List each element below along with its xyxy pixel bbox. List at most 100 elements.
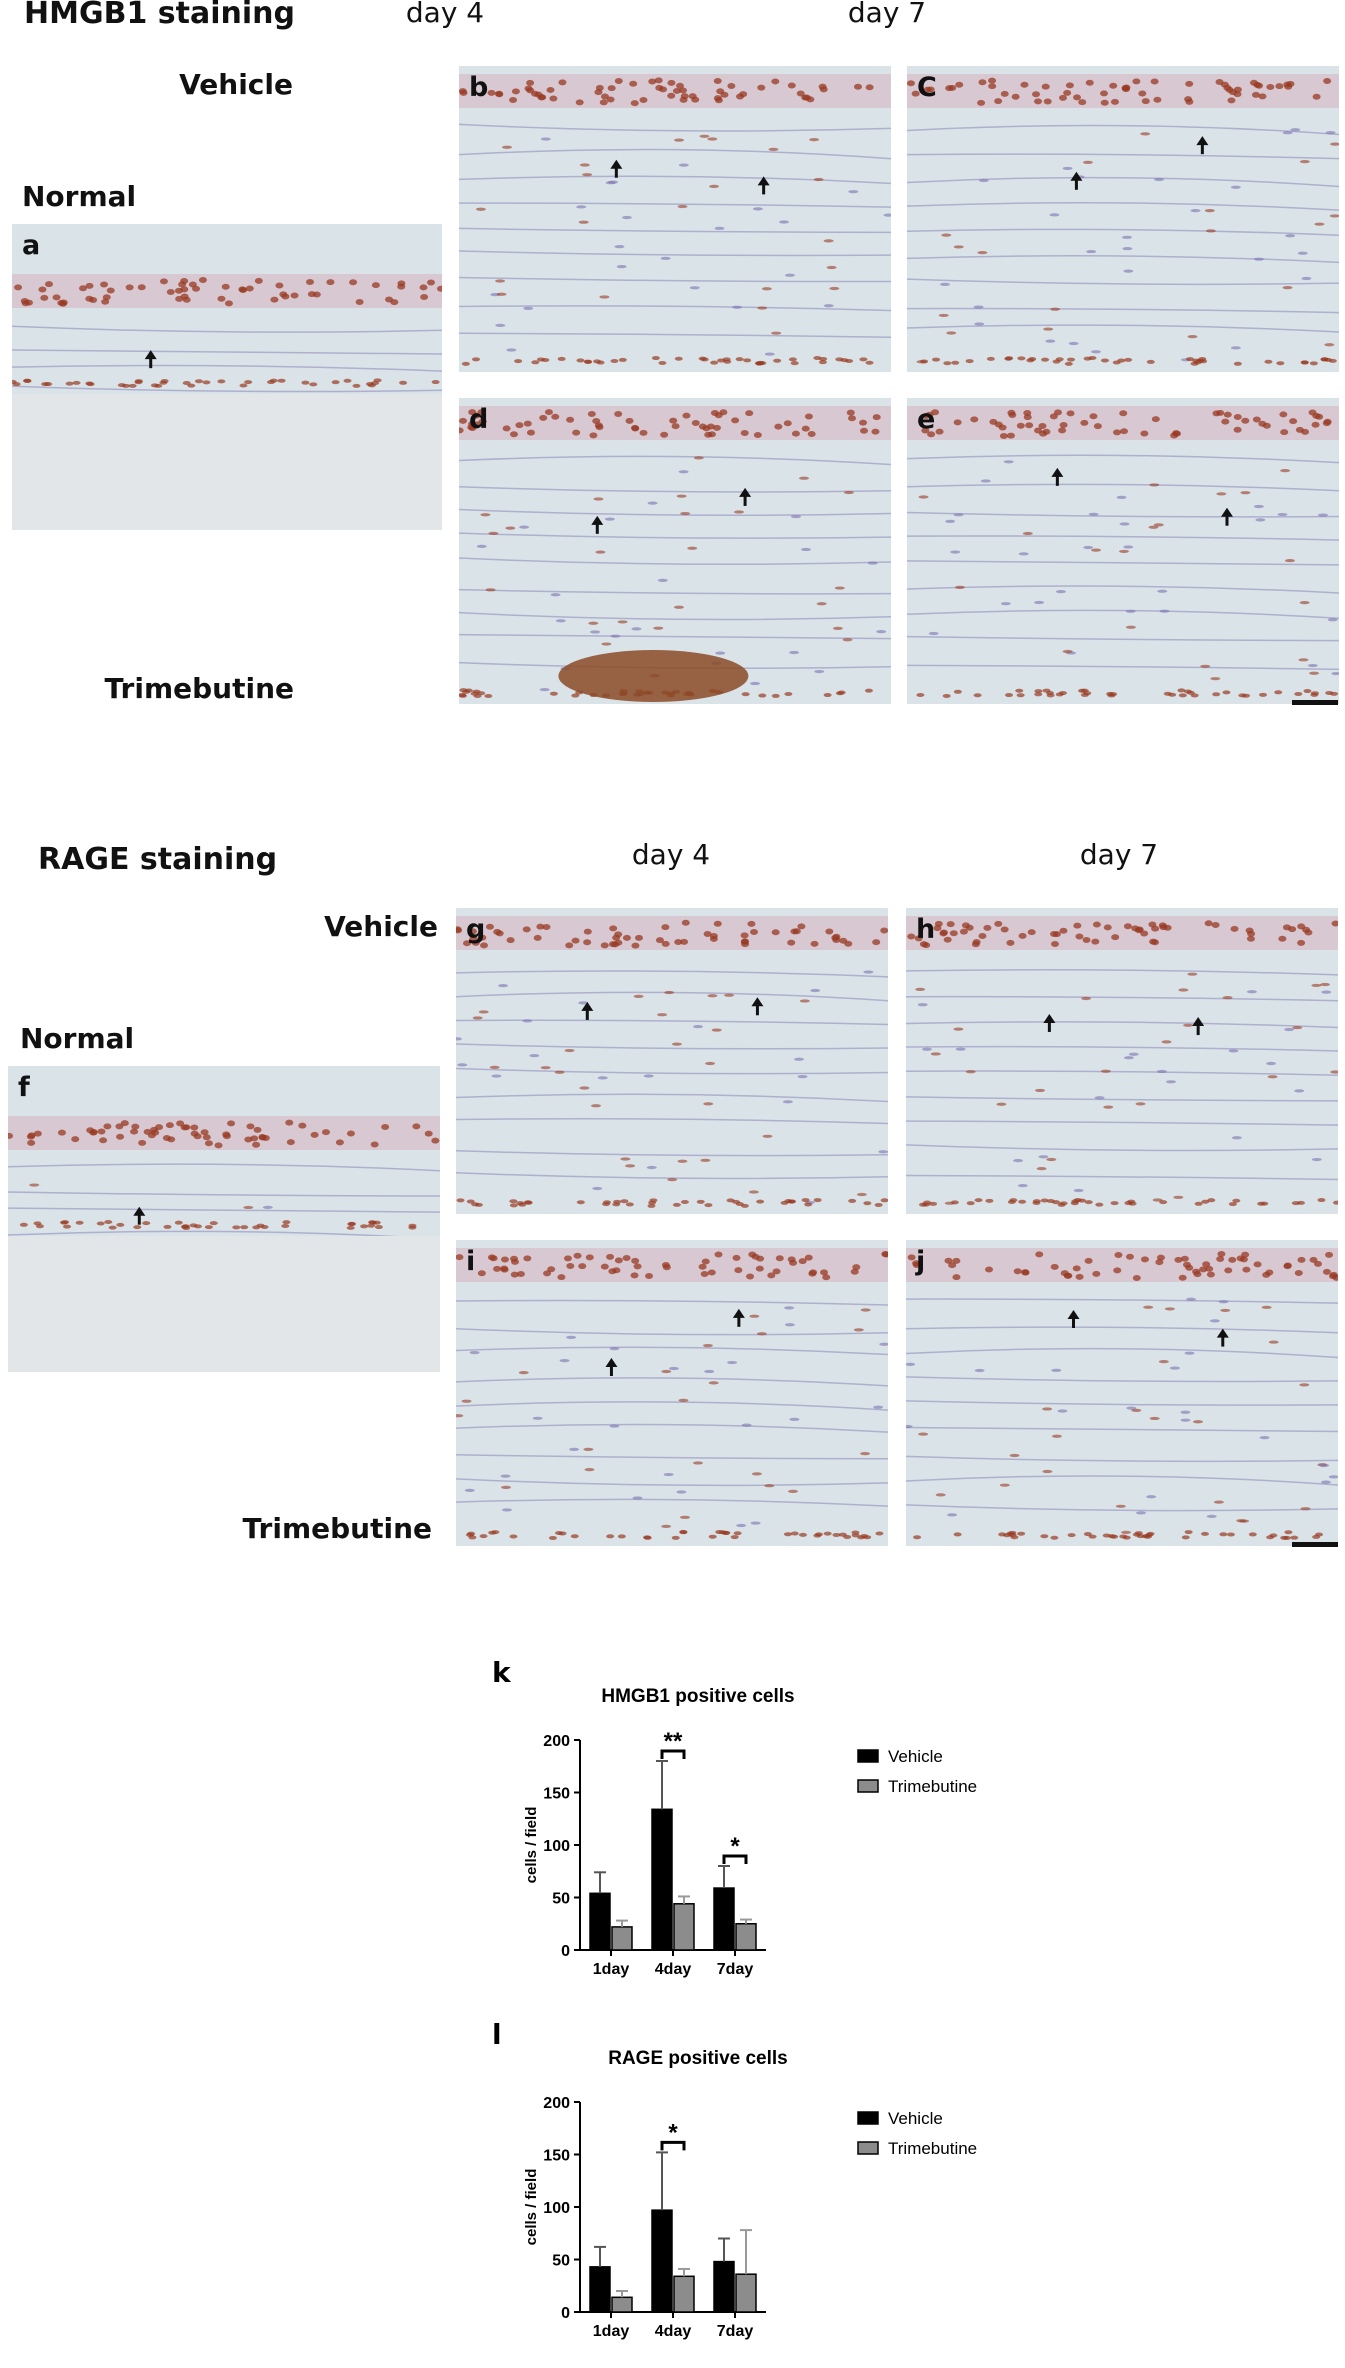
panel-letter: C xyxy=(917,72,937,103)
legend-swatch xyxy=(857,1779,879,1793)
significance-label: * xyxy=(730,1833,740,1860)
hmgb1-scale-bar xyxy=(1292,700,1338,705)
arrow-marker-head xyxy=(757,176,770,186)
y-tick-label: 150 xyxy=(543,1786,570,1803)
legend-label: Vehicle xyxy=(888,1747,943,1766)
bar-vehicle xyxy=(589,1892,611,1951)
arrow-marker-head xyxy=(1216,1328,1229,1338)
rage-day4-heading: day 4 xyxy=(631,838,711,871)
x-tick-label: 4day xyxy=(655,2323,692,2340)
micrograph-panel-c: C xyxy=(907,66,1339,372)
x-tick-label: 1day xyxy=(593,2323,630,2340)
panel-letter: d xyxy=(469,404,489,435)
y-tick-label: 150 xyxy=(543,2148,570,2165)
legend-swatch xyxy=(857,1749,879,1763)
significance-bracket xyxy=(660,2140,686,2151)
bar-vehicle xyxy=(651,1808,673,1951)
y-tick-label: 0 xyxy=(561,1943,570,1960)
tissue-image xyxy=(459,398,891,704)
panel-letter: i xyxy=(466,1246,476,1277)
micrograph-panel-j: j xyxy=(906,1240,1338,1546)
arrow-marker-head xyxy=(1070,171,1083,181)
bar-trimebutine xyxy=(735,2273,757,2313)
hmgb1-day4-heading: day 4 xyxy=(405,0,485,29)
y-tick-label: 100 xyxy=(543,1838,570,1855)
arrow-marker-head xyxy=(581,1001,594,1011)
significance-bracket xyxy=(660,1749,686,1759)
arrow-marker-head xyxy=(1192,1017,1205,1027)
panel-letter: g xyxy=(466,914,486,945)
y-tick-label: 100 xyxy=(543,2200,570,2217)
legend-label: Vehicle xyxy=(888,2109,943,2128)
rage-section-title: RAGE staining xyxy=(38,842,278,877)
chart-title: RAGE positive cells xyxy=(608,2048,788,2069)
chart-panel-letter: l xyxy=(492,2018,502,2051)
micrograph-panel-a: a xyxy=(12,224,442,530)
rage-normal-label: Normal xyxy=(20,1022,135,1055)
rage-trimebutine-label: Trimebutine xyxy=(242,1512,432,1545)
micrograph-panel-d: d xyxy=(459,398,891,704)
arrow-marker-head xyxy=(605,1357,618,1367)
legend-label: Trimebutine xyxy=(888,2139,977,2158)
y-tick-label: 50 xyxy=(552,2253,570,2270)
y-tick-label: 0 xyxy=(561,2305,570,2322)
arrow-marker-head xyxy=(732,1308,745,1318)
arrow-marker-head xyxy=(1067,1310,1080,1320)
bar-trimebutine xyxy=(735,1923,757,1951)
micrograph-panel-i: i xyxy=(456,1240,888,1546)
significance-label: * xyxy=(668,2119,678,2146)
hmgb1-trimebutine-label: Trimebutine xyxy=(104,672,294,705)
bar-trimebutine xyxy=(673,2275,695,2313)
tissue-image xyxy=(906,1240,1338,1546)
tissue-image xyxy=(906,908,1338,1214)
x-tick-label: 7day xyxy=(717,2323,754,2340)
significance-bracket xyxy=(722,1854,748,1864)
rage-day7-heading: day 7 xyxy=(1079,838,1159,871)
arrow-marker-head xyxy=(610,159,623,169)
panel-letter: h xyxy=(916,914,936,945)
bar-trimebutine xyxy=(611,2296,633,2313)
x-tick-label: 4day xyxy=(655,1961,692,1978)
micrograph-panel-f: f xyxy=(8,1066,440,1372)
tissue-image xyxy=(456,1240,888,1546)
y-axis-label: cells / field xyxy=(523,1807,540,1884)
tissue-image xyxy=(456,908,888,1214)
arrow-marker-head xyxy=(133,1206,146,1216)
legend-swatch xyxy=(857,2111,879,2125)
y-tick-label: 200 xyxy=(543,1733,570,1750)
arrow-marker-head xyxy=(1043,1013,1056,1023)
tissue-image xyxy=(8,1066,440,1372)
micrograph-panel-h: h xyxy=(906,908,1338,1214)
bar-vehicle xyxy=(713,2260,735,2313)
tissue-image xyxy=(12,224,442,530)
panel-letter: b xyxy=(469,72,489,103)
arrow-marker-head xyxy=(144,350,157,360)
arrow-marker-head xyxy=(591,515,604,525)
hmgb1-day7-heading: day 7 xyxy=(847,0,927,29)
significance-label: ** xyxy=(664,1728,683,1755)
arrow-marker-head xyxy=(1196,136,1209,146)
hmgb1-normal-label: Normal xyxy=(22,180,137,213)
bar-trimebutine xyxy=(673,1903,695,1951)
y-tick-label: 50 xyxy=(552,1891,570,1908)
chart-title: HMGB1 positive cells xyxy=(601,1686,794,1707)
tissue-image xyxy=(907,398,1339,704)
legend-label: Trimebutine xyxy=(888,1777,977,1796)
arrow-marker-head xyxy=(739,487,752,497)
bar-trimebutine xyxy=(611,1926,633,1951)
x-tick-label: 7day xyxy=(717,1961,754,1978)
micrograph-panel-b: b xyxy=(459,66,891,372)
micrograph-panel-e: e xyxy=(907,398,1339,704)
y-axis-label: cells / field xyxy=(523,2169,540,2246)
arrow-marker-head xyxy=(1220,507,1233,517)
y-tick-label: 200 xyxy=(543,2095,570,2112)
arrow-marker-head xyxy=(1051,467,1064,477)
panel-letter: j xyxy=(916,1246,926,1277)
bar-vehicle xyxy=(651,2209,673,2313)
arrow-marker-head xyxy=(751,997,764,1007)
tissue-image xyxy=(459,66,891,372)
rage-scale-bar xyxy=(1292,1542,1338,1547)
bar-vehicle xyxy=(589,2266,611,2313)
tissue-image xyxy=(907,66,1339,372)
